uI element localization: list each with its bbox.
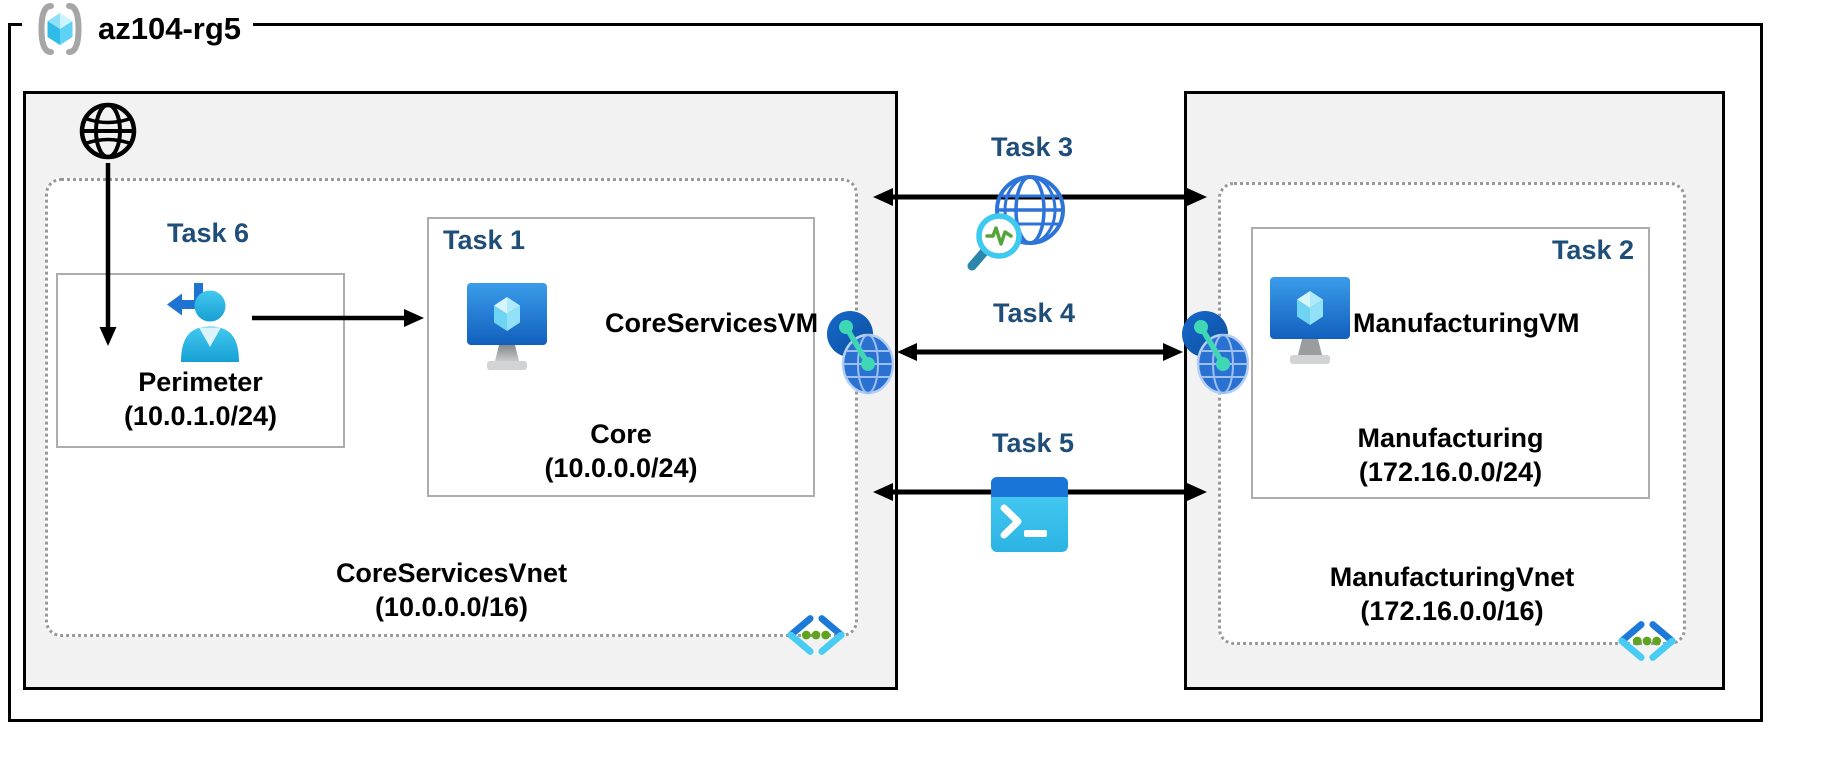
core-vnet-name: CoreServicesVnet	[335, 558, 568, 588]
manufacturing-subnet-cidr: (172.16.0.0/24)	[1358, 457, 1543, 487]
manufacturing-subnet-text: Manufacturing (172.16.0.0/24)	[1253, 421, 1648, 489]
task2-label: Task 2	[1551, 235, 1634, 265]
manufacturing-subnet-box: Task 2 ManufacturingVM Manufacturing (1	[1251, 227, 1650, 499]
perimeter-subnet-name: Perimeter	[138, 367, 263, 397]
manufacturing-vnet-text: ManufacturingVnet (172.16.0.0/16)	[1218, 560, 1686, 628]
perimeter-subnet-cidr: (10.0.1.0/24)	[123, 401, 278, 431]
virtual-machine-icon	[1270, 277, 1350, 373]
virtual-network-icon-left	[785, 612, 847, 658]
resource-group-label: az104-rg5	[22, 1, 254, 57]
core-subnet-name: Core	[590, 419, 652, 449]
perimeter-subnet-text: Perimeter (10.0.1.0/24)	[58, 365, 343, 433]
core-vnet-cidr: (10.0.0.0/16)	[374, 592, 529, 622]
cloud-shell-icon	[991, 477, 1068, 552]
perimeter-subnet-box: Perimeter (10.0.1.0/24)	[56, 273, 345, 448]
vnet-peering-icon-right	[1181, 307, 1249, 395]
resource-group-icon	[34, 1, 86, 57]
user-signin-icon	[165, 280, 241, 366]
task4-label: Task 4	[992, 298, 1076, 328]
core-subnet-cidr: (10.0.0.0/24)	[544, 453, 698, 483]
internet-globe-icon	[78, 101, 138, 161]
manufacturing-subnet-name: Manufacturing	[1357, 423, 1544, 453]
virtual-machine-icon	[467, 283, 547, 379]
core-subnet-text: Core (10.0.0.0/24)	[429, 417, 813, 485]
vnet-peering-icon-left	[826, 307, 894, 395]
task6-label: Task 6	[166, 218, 250, 248]
virtual-network-icon-right	[1616, 618, 1678, 664]
manufacturing-vnet-cidr: (172.16.0.0/16)	[1360, 596, 1544, 626]
task1-label: Task 1	[443, 225, 526, 255]
core-vnet-text: CoreServicesVnet (10.0.0.0/16)	[45, 556, 858, 624]
task3-label: Task 3	[990, 132, 1074, 162]
resource-group-name: az104-rg5	[98, 11, 242, 46]
network-watcher-icon	[966, 170, 1070, 274]
manufacturing-vm-name: ManufacturingVM	[1353, 308, 1580, 338]
manufacturing-vnet-name: ManufacturingVnet	[1329, 562, 1575, 592]
task5-label: Task 5	[991, 428, 1075, 458]
core-vm-name: CoreServicesVM	[605, 308, 819, 338]
core-subnet-box: Task 1 CoreServicesVM	[427, 217, 819, 497]
